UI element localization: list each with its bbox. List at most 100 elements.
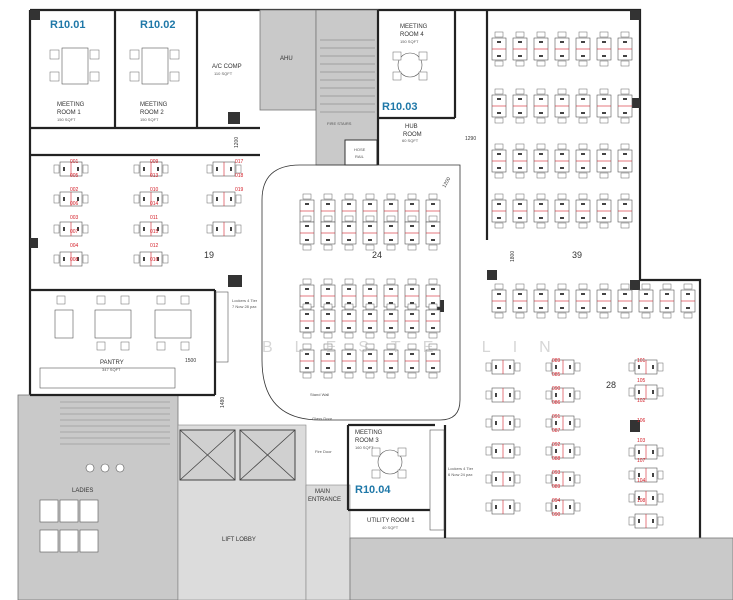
chair <box>344 193 354 200</box>
monitor <box>63 227 65 231</box>
monitor <box>497 167 501 169</box>
chair <box>536 312 546 319</box>
monitor <box>497 98 501 100</box>
chair <box>515 312 525 319</box>
chair <box>162 224 169 234</box>
chair <box>365 332 375 339</box>
monitor <box>77 257 79 261</box>
monitor <box>347 327 351 329</box>
chair <box>599 193 609 200</box>
monitor <box>560 41 564 43</box>
monitor <box>495 393 497 397</box>
meeting-furniture <box>49 47 428 479</box>
seat-number: 017 <box>235 159 244 165</box>
monitor <box>326 225 330 227</box>
chair <box>514 390 521 400</box>
chair <box>344 278 354 285</box>
chair <box>578 193 588 200</box>
monitor <box>560 55 564 57</box>
chair <box>557 117 567 124</box>
chair <box>515 143 525 150</box>
chair <box>514 362 521 372</box>
chair <box>53 254 60 264</box>
monitor <box>569 449 571 453</box>
chair <box>407 372 417 379</box>
chair <box>628 493 635 503</box>
monitor <box>326 367 330 369</box>
chair <box>323 244 333 251</box>
chair <box>302 244 312 251</box>
monitor <box>686 307 690 309</box>
monitor <box>581 98 585 100</box>
chair <box>494 312 504 319</box>
chair <box>536 193 546 200</box>
utility-room-label: UTILITY ROOM 1 <box>367 518 415 524</box>
stand-wall-label: Stand Wall <box>310 392 329 397</box>
monitor <box>389 288 393 290</box>
monitor <box>560 112 564 114</box>
monitor <box>555 365 557 369</box>
seat-number: 007 <box>70 229 79 235</box>
chair <box>515 60 525 67</box>
monitor <box>410 367 414 369</box>
monitor <box>431 288 435 290</box>
seat-number: 008 <box>70 257 79 263</box>
monitor <box>509 449 511 453</box>
chair <box>407 343 417 350</box>
chair <box>162 194 169 204</box>
chair <box>620 88 630 95</box>
chair <box>599 117 609 124</box>
monitor <box>602 293 606 295</box>
monitor <box>560 98 564 100</box>
chair <box>323 278 333 285</box>
zone-count-24: 24 <box>372 250 382 260</box>
hose-rail-label-2: RAIL <box>355 154 365 159</box>
seat-number: 086 <box>552 400 561 406</box>
hub-room-label-2: ROOM <box>403 132 422 138</box>
seat-number: 004 <box>70 243 79 249</box>
monitor <box>77 167 79 171</box>
monitor <box>410 353 414 355</box>
monitor <box>623 293 627 295</box>
chair <box>657 447 664 457</box>
chair <box>53 164 60 174</box>
dimension-2: 1500 <box>185 358 196 364</box>
chair <box>133 164 140 174</box>
monitor <box>326 288 330 290</box>
chair <box>514 502 521 512</box>
monitor <box>509 393 511 397</box>
chair <box>578 172 588 179</box>
chair <box>515 88 525 95</box>
monitor <box>602 98 606 100</box>
monitor <box>410 225 414 227</box>
monitor <box>539 217 543 219</box>
monitor <box>77 197 79 201</box>
chair <box>536 143 546 150</box>
monitor <box>389 353 393 355</box>
chair <box>206 194 213 204</box>
monitor <box>326 313 330 315</box>
chair <box>557 222 567 229</box>
room-code-r1001: R10.01 <box>50 19 85 31</box>
monitor <box>623 167 627 169</box>
ladies-label: LADIES <box>72 488 93 494</box>
monitor <box>326 203 330 205</box>
chair <box>428 215 438 222</box>
chair <box>386 215 396 222</box>
chair <box>557 88 567 95</box>
seat-number: 090 <box>552 512 561 518</box>
chair <box>657 470 664 480</box>
monitor <box>560 167 564 169</box>
hub-room-label: HUB <box>405 124 418 130</box>
monitor <box>509 505 511 509</box>
monitor <box>539 153 543 155</box>
chair <box>302 332 312 339</box>
chair <box>641 283 651 290</box>
monitor <box>518 98 522 100</box>
seat-number: 006 <box>70 201 79 207</box>
seat-number: 085 <box>552 372 561 378</box>
monitor <box>497 217 501 219</box>
monitor <box>157 257 159 261</box>
room-area-r1004: 160 SQFT <box>355 445 374 450</box>
chair <box>386 343 396 350</box>
